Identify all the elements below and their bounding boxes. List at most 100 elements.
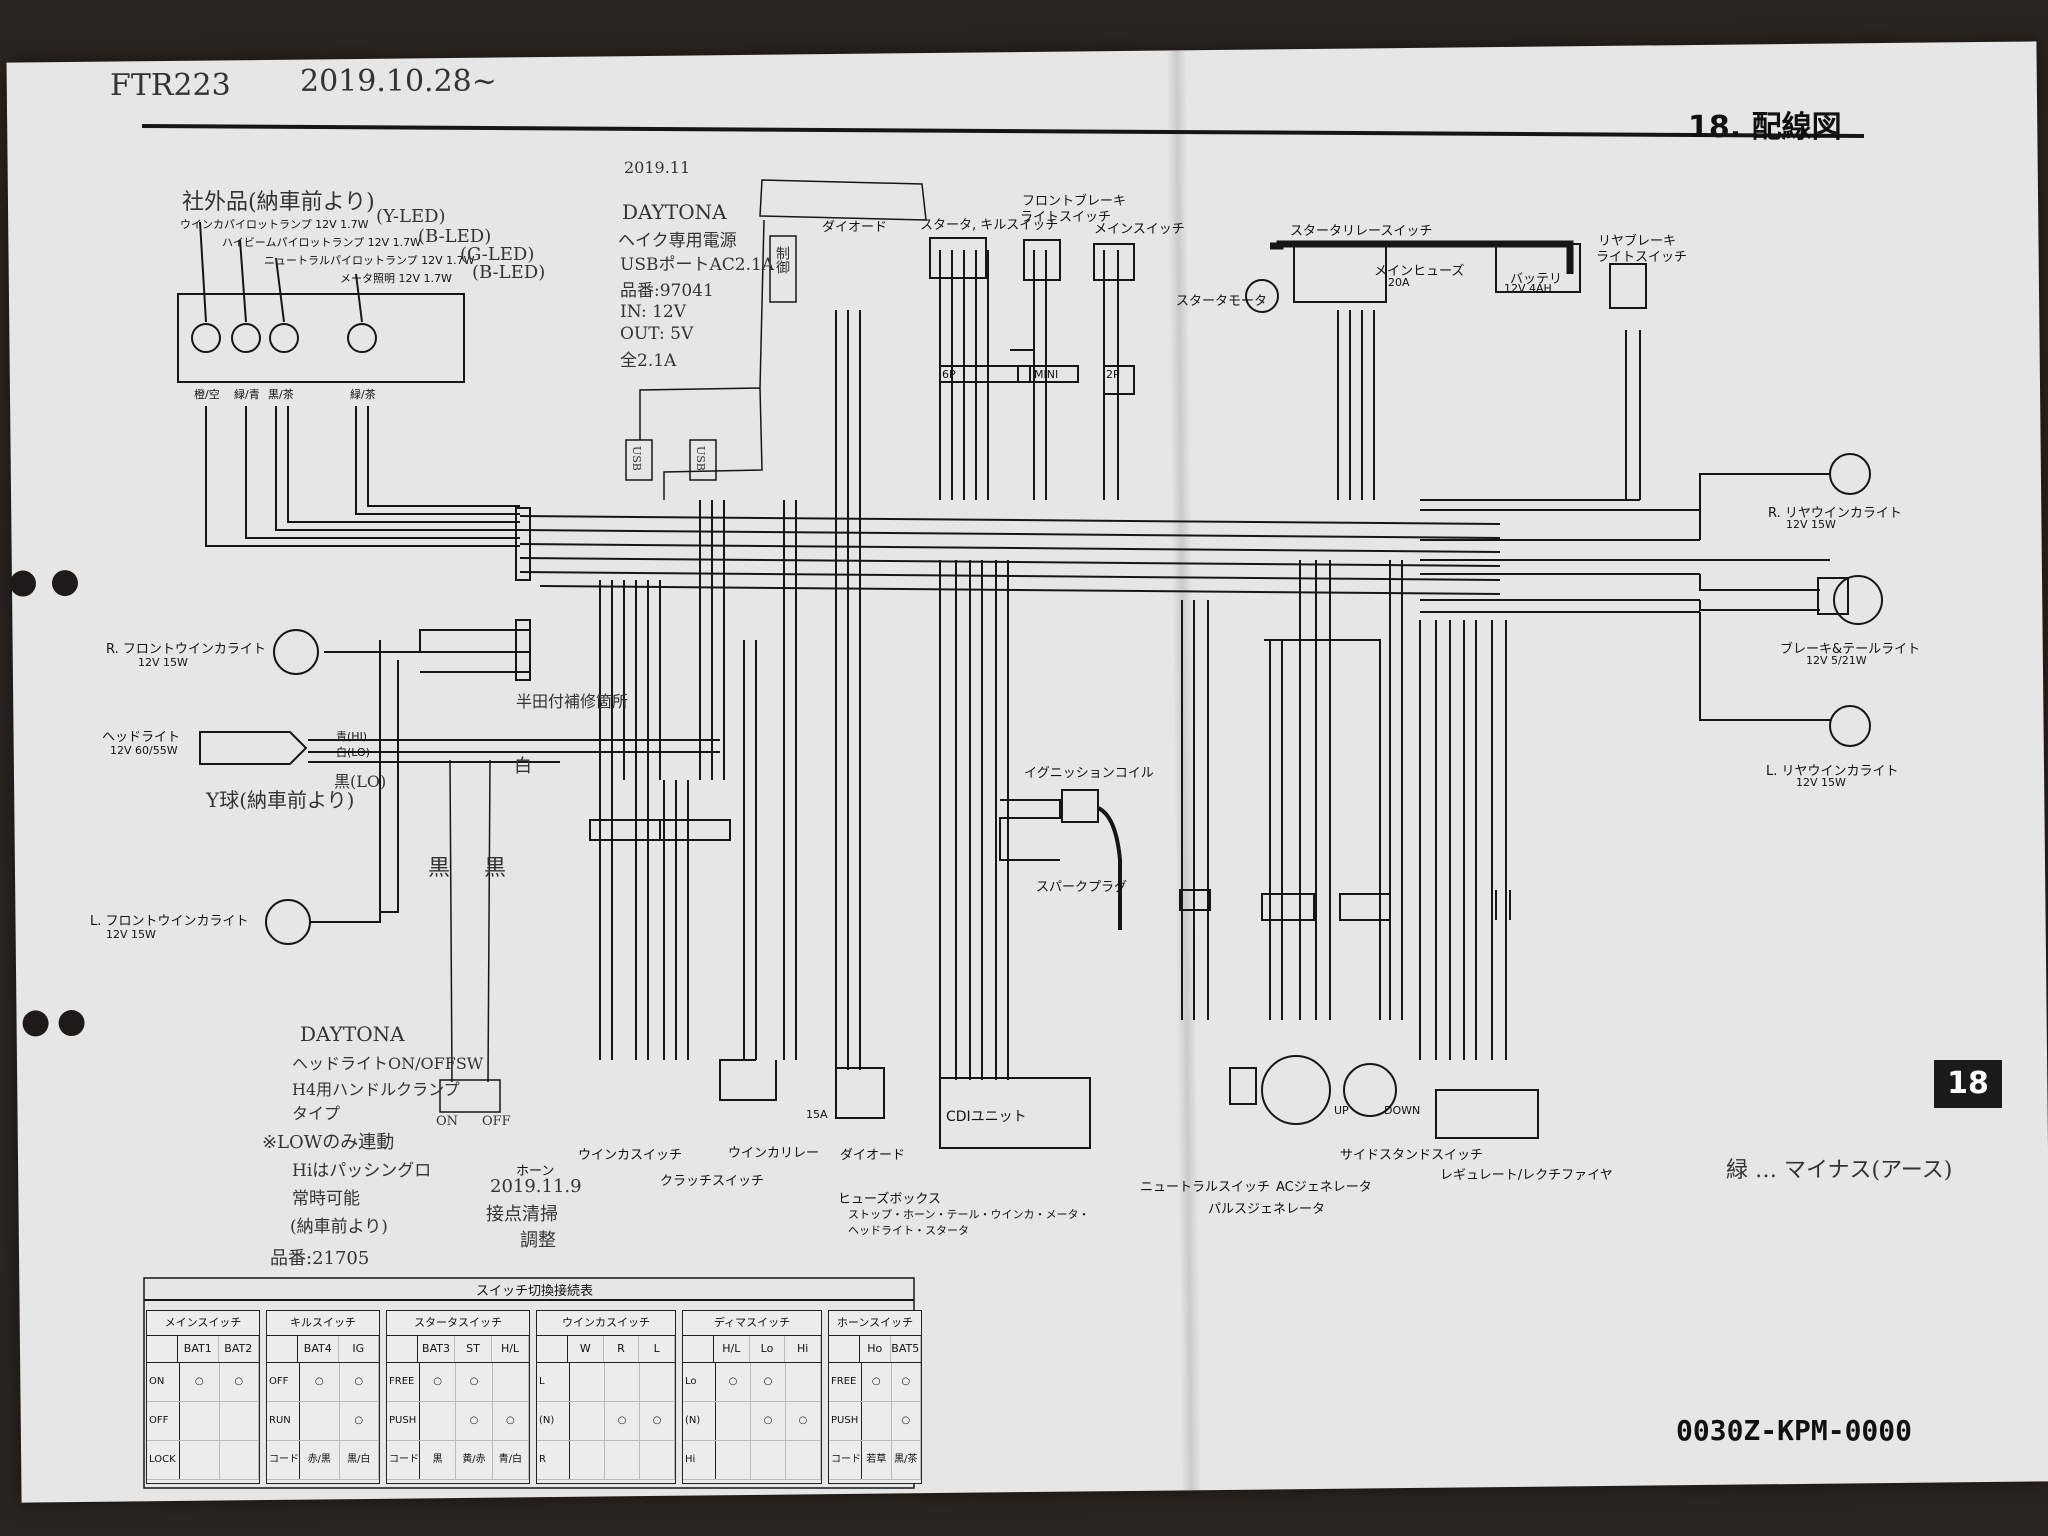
fix-note: 半田付補修箇所: [516, 692, 629, 711]
switch-table-name: ホーンスイッチ: [829, 1311, 921, 1336]
black-note: 黒: [428, 856, 451, 881]
switch-table-row: OFF: [147, 1402, 259, 1441]
switch-table-col: L: [639, 1336, 676, 1362]
spark-plug-label: スパークプラグ: [1036, 880, 1128, 895]
clutch-switch-label: クラッチスイッチ: [660, 1174, 765, 1189]
switch-table-cell: ○: [640, 1402, 675, 1440]
switch-table-row-label: コード色: [267, 1441, 300, 1479]
switch-table-row: PUSH○: [829, 1402, 921, 1441]
ignition-coil-label: イグニッションコイル: [1024, 766, 1154, 781]
daytona-line: Hiはパッシングロ: [292, 1161, 432, 1181]
front-brake-switch-label: ライトスイッチ: [1020, 210, 1112, 225]
front-brake-switch-label: フロントブレーキ: [1022, 194, 1127, 209]
switch-table-col: BAT3: [418, 1336, 455, 1362]
switch-table-cell: [716, 1402, 751, 1440]
starter-kill-switch-label: スタータ, キルスイッチ: [920, 218, 1059, 233]
switch-table-row-label: OFF: [267, 1363, 300, 1401]
handwritten-date: 2019.10.28~: [300, 64, 497, 99]
switch-table-cell: [420, 1402, 457, 1440]
switch-table-row-label: Lo: [683, 1363, 716, 1401]
usb-port-label: USB: [630, 446, 643, 471]
starter-motor-label: スタータモータ: [1176, 294, 1268, 309]
switch-table-row-label: (N): [537, 1402, 570, 1440]
indicator-label: ニュートラルパイロットランプ 12V 1.7W: [264, 254, 475, 267]
switch-table-row: PUSH○○: [387, 1402, 529, 1441]
lo-note: 黒(LO): [334, 772, 387, 791]
contact-line: 接点清掃: [486, 1204, 558, 1225]
fuse-box-spec: ストップ・ホーン・テール・ウインカ・メータ・: [848, 1208, 1090, 1221]
switch-table-col: R: [604, 1336, 640, 1362]
switch-table-cell: [605, 1363, 640, 1401]
main-fuse-spec: 20A: [1388, 276, 1410, 289]
rear-brake-switch-label: ライトスイッチ: [1596, 250, 1688, 265]
switch-table-row-label: PUSH: [829, 1402, 862, 1440]
switch-table-cell: [751, 1441, 786, 1479]
black-note: 黒: [484, 856, 507, 881]
winker-switch-label: ウインカスイッチ: [578, 1148, 683, 1163]
connector-label: 6P: [942, 368, 956, 381]
switch-off-label: OFF: [482, 1114, 511, 1129]
daytona-line: DAYTONA: [300, 1022, 405, 1046]
l-front-winker-spec: 12V 15W: [106, 928, 156, 941]
daytona-line: 常時可能: [292, 1189, 360, 1209]
rear-brake-switch-label: リヤブレーキ: [1598, 234, 1677, 249]
switch-table-cell: ○: [456, 1402, 493, 1440]
switch-table-cell: [570, 1441, 605, 1479]
indicator-led: (G-LED): [460, 244, 535, 265]
switch-table-col: BAT1: [178, 1336, 219, 1362]
usb-line: USBポートAC2.1A: [620, 255, 775, 275]
white-note: 白: [514, 756, 532, 777]
switch-table-row: Hi: [683, 1441, 821, 1480]
pulse-generator-label: パルスジェネレータ: [1208, 1202, 1326, 1217]
horn-label: ホーン: [516, 1164, 555, 1179]
switch-table-row: FREE○○: [829, 1363, 921, 1402]
switch-table-col: BAT5: [891, 1336, 921, 1362]
switch-table-row: (N) ○○: [537, 1402, 675, 1441]
switch-table-cell: [640, 1363, 675, 1401]
switch-table-row-label: コード色: [829, 1441, 862, 1479]
cdi-label: CDIユニット: [946, 1109, 1027, 1125]
indicator-led: (Y-LED): [376, 206, 446, 227]
switch-table-name: スタータスイッチ: [387, 1311, 529, 1336]
switch-table-row-label: RUN: [267, 1402, 300, 1440]
daytona-line: タイプ: [292, 1104, 341, 1123]
switch-table-row: OFF○○: [267, 1363, 379, 1402]
switch-table-cell: ○: [862, 1363, 892, 1401]
switch-table-row-label: R: [537, 1441, 570, 1479]
switch-table-col: H/L: [714, 1336, 750, 1362]
switch-table-cell: ○: [751, 1402, 786, 1440]
starter-relay-label: スタータリレースイッチ: [1290, 224, 1433, 239]
neutral-switch-label: ニュートラルスイッチ: [1140, 1180, 1271, 1195]
switch-table-col: BAT4: [298, 1336, 339, 1362]
r-rear-winker-label: R. リヤウインカライト: [1768, 506, 1902, 521]
daytona-line: (納車前より): [290, 1217, 388, 1237]
battery-label: バッテリ: [1510, 272, 1563, 287]
page-title: 18. 配線図: [1688, 110, 1842, 145]
usb-line: ヘイク専用電源: [618, 231, 737, 251]
side-up-label: UP: [1334, 1104, 1349, 1117]
switch-table-cell: [640, 1441, 675, 1479]
switch-table-cell: ○: [456, 1363, 493, 1401]
switch-table-wire-color: 青/白: [493, 1441, 529, 1479]
switch-table-row: LOCK: [147, 1441, 259, 1480]
switch-table-col: Ho: [860, 1336, 891, 1362]
switch-table-col: ST: [455, 1336, 492, 1362]
indicator-label: ハイビームパイロットランプ 12V 1.7W: [222, 236, 422, 249]
switch-table-cell: ○: [605, 1402, 640, 1440]
fuse-amp: 15A: [806, 1108, 828, 1121]
usb-line: DAYTONA: [622, 200, 727, 224]
switch-table-cell: [493, 1363, 529, 1401]
fuse-box-spec: ヘッドライト・スタータ: [848, 1224, 969, 1237]
switch-table-cell: [716, 1441, 751, 1479]
daytona-line: 品番:21705: [270, 1248, 370, 1269]
switch-table-row-label: PUSH: [387, 1402, 420, 1440]
side-down-label: DOWN: [1384, 1104, 1421, 1117]
brake-tail-label: ブレーキ&テールライト: [1780, 642, 1921, 657]
